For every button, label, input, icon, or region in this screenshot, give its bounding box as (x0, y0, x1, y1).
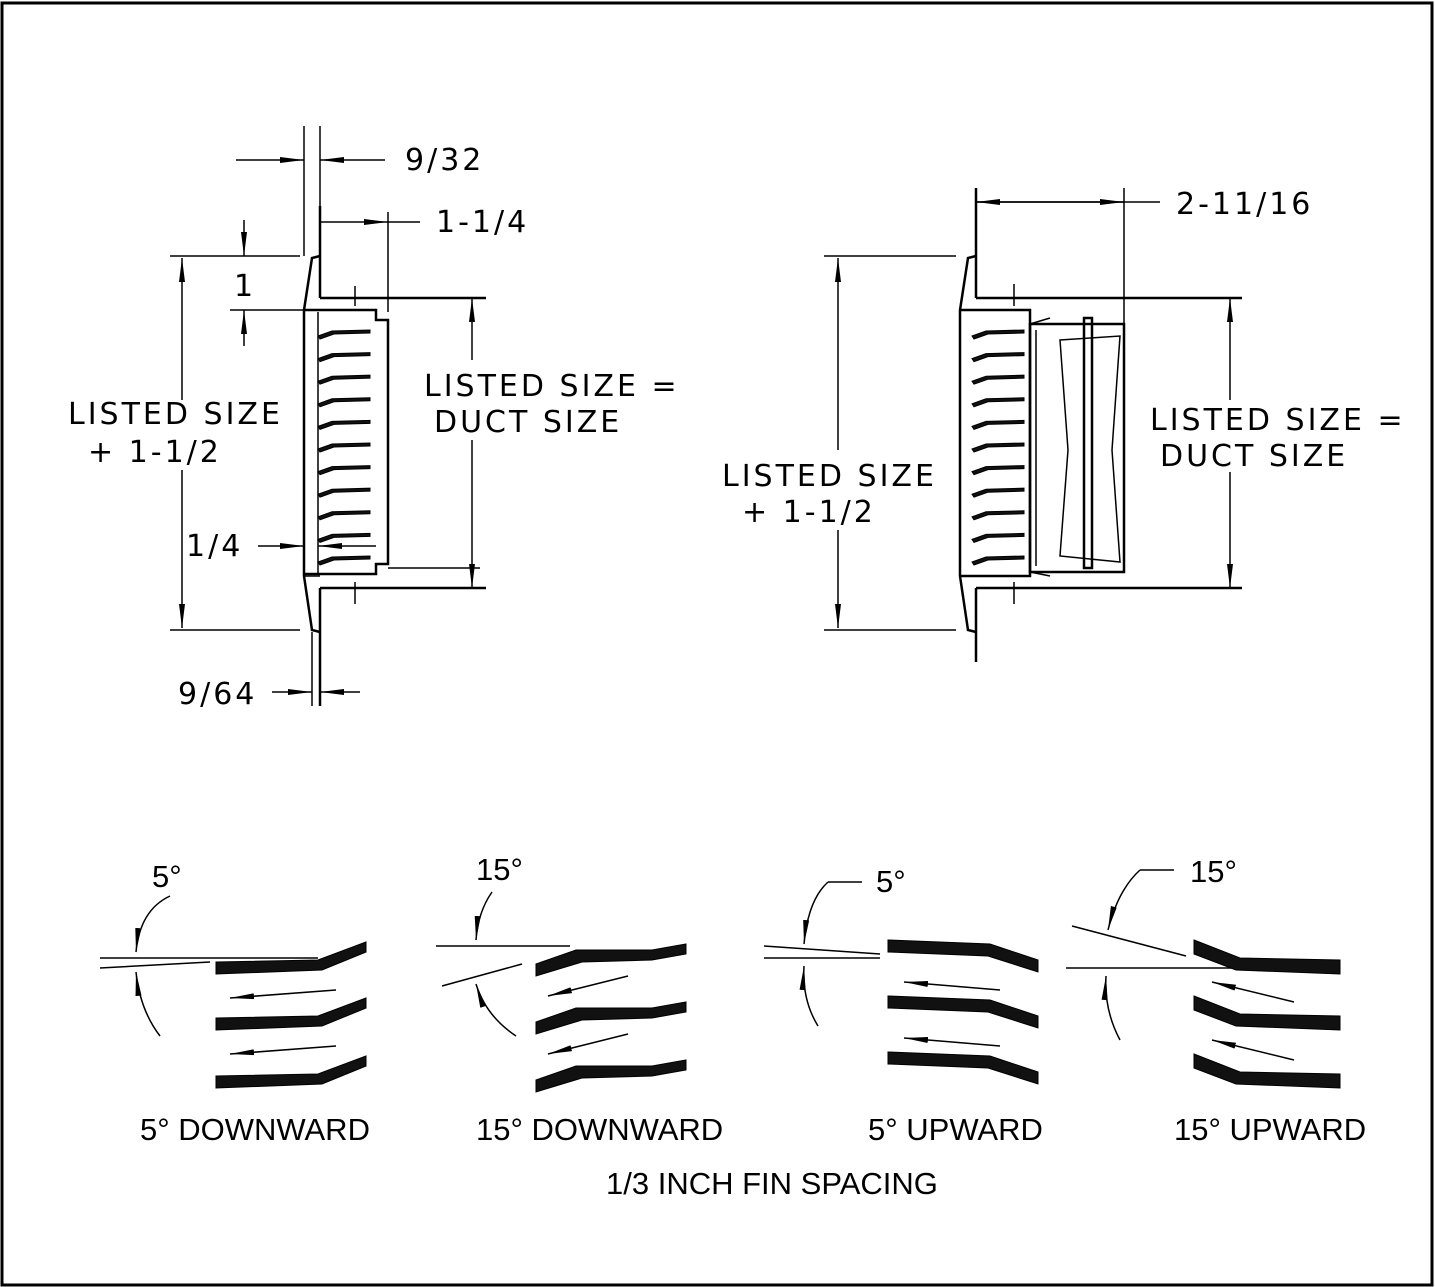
dim-2-11-16: 2-11/16 (1176, 187, 1313, 222)
grille-fin (317, 397, 371, 408)
grille-fin (317, 419, 371, 431)
louver-blade (215, 997, 367, 1031)
grille-fin (971, 352, 1025, 363)
louver-blade (1193, 995, 1341, 1031)
angle-label-15-down: 15° (476, 852, 523, 887)
louver-blade (535, 943, 687, 977)
grille-fin (971, 374, 1025, 385)
caption-5-downward: 5° DOWNWARD (140, 1112, 370, 1147)
caption-15-upward: 15° UPWARD (1174, 1112, 1366, 1147)
dim-1-1-4: 1-1/4 (436, 205, 529, 240)
louver-blade (887, 1051, 1039, 1085)
grille-damper-side-view (824, 188, 1242, 662)
grille-fin (317, 555, 371, 566)
grille-fin (317, 465, 371, 476)
angle-label-15-up: 15° (1190, 854, 1237, 889)
caption-15-downward: 15° DOWNWARD (476, 1112, 723, 1147)
grille-fin (317, 442, 371, 453)
deflection-5-upward (763, 881, 1001, 1047)
listed-size-plus-label-2: + 1-1/2 (88, 435, 222, 470)
deflection-15-upward (1066, 869, 1295, 1061)
louver-blade (215, 1055, 367, 1089)
grille-fin (971, 532, 1025, 544)
dim-9-32: 9/32 (405, 143, 484, 178)
grille-fin (971, 329, 1025, 340)
dim-1: 1 (234, 269, 256, 304)
louver-blade (887, 939, 1039, 973)
louver-blade (1193, 939, 1341, 975)
fin-spacing-note: 1/3 INCH FIN SPACING (606, 1166, 938, 1201)
louver-blade (535, 1059, 687, 1093)
louver-blade (887, 995, 1039, 1029)
deflection-5-downward (99, 895, 337, 1056)
dim-9-64: 9/64 (178, 677, 257, 712)
angle-label-5-up: 5° (876, 864, 906, 899)
listed-size-equals-label-1: LISTED SIZE = (1150, 403, 1406, 438)
listed-size-plus-label-2: + 1-1/2 (742, 495, 876, 530)
louver-blade (215, 941, 367, 975)
deflection-15-downward (436, 891, 629, 1055)
grille-fin (971, 555, 1025, 566)
grille-fin (971, 442, 1025, 453)
grille-side-view (170, 126, 486, 706)
grille-fins (317, 329, 371, 566)
grille-fin (317, 374, 371, 385)
grille-fin (971, 465, 1025, 476)
grille-fin (317, 329, 371, 340)
louver-blades (215, 939, 1341, 1093)
grille-fins (971, 329, 1025, 566)
listed-size-equals-label-1: LISTED SIZE = (424, 369, 680, 404)
caption-5-upward: 5° UPWARD (868, 1112, 1043, 1147)
grille-fin (317, 487, 371, 498)
listed-size-plus-label-1: LISTED SIZE (68, 397, 283, 432)
grille-fin (971, 397, 1025, 408)
duct-size-label: DUCT SIZE (434, 405, 622, 440)
dim-1-4: 1/4 (186, 529, 243, 564)
louver-blade (535, 1001, 687, 1035)
duct-size-label: DUCT SIZE (1160, 439, 1348, 474)
grille-fin (317, 352, 371, 363)
angle-label-5-down: 5° (152, 859, 182, 894)
grille-fin (971, 510, 1025, 521)
louver-blade (1193, 1053, 1341, 1089)
grille-fin (317, 510, 371, 521)
listed-size-plus-label-1: LISTED SIZE (722, 459, 937, 494)
grille-fin (317, 532, 371, 544)
grille-fin (971, 419, 1025, 431)
grille-fin (971, 487, 1025, 498)
